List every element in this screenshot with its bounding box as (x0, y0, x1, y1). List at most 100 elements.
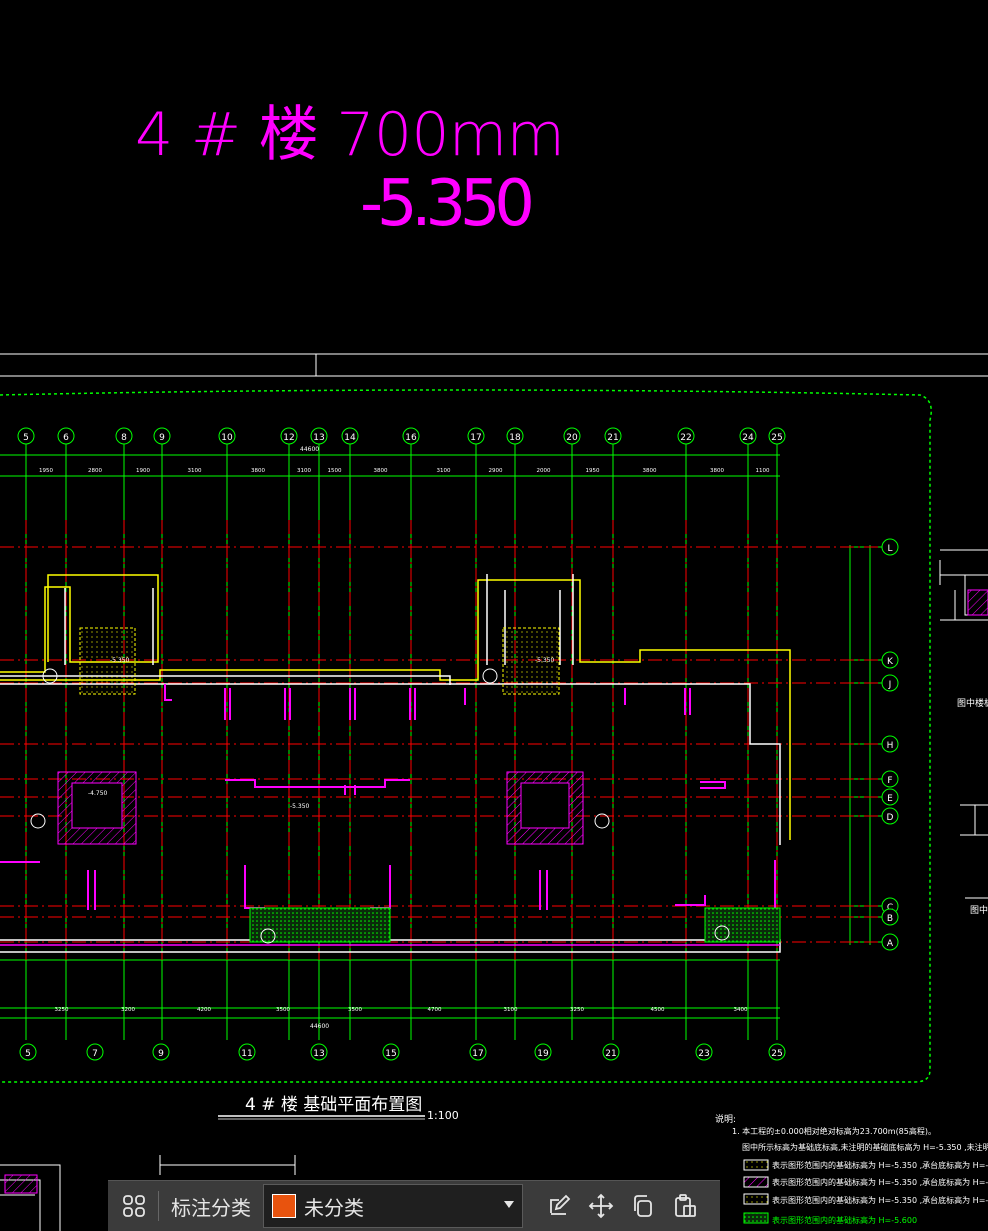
annotation-category-label: 标注分类 (171, 1195, 251, 1220)
axis-bubble-top (467, 427, 485, 445)
notes-line1: 1. 本工程的±0.000相对绝对标高为23.700m(85高程)。 (732, 1126, 936, 1136)
axis-bubble-top (563, 427, 581, 445)
axis-label-right: A (887, 939, 894, 949)
axis-label-bottom: 23 (698, 1049, 709, 1059)
dim-top: 1950 (39, 468, 53, 474)
move-icon[interactable] (583, 1188, 619, 1224)
axis-label-bottom: 19 (537, 1049, 549, 1059)
dim-bottom: 3200 (121, 1007, 135, 1013)
category-select-value: 未分类 (304, 1195, 364, 1220)
dim-top: 3100 (437, 468, 451, 474)
drawing-title: 4 # 楼 基础平面布置图 (245, 1095, 422, 1115)
axis-label-right: H (887, 741, 894, 751)
axis-bubble-bottom (152, 1043, 170, 1061)
axis-label-top: 8 (121, 433, 127, 443)
side-text-1: 图中楼板厚度 (957, 697, 988, 709)
drawing-scale: 1:100 (427, 1109, 459, 1122)
dim-top: 1100 (756, 468, 770, 474)
category-color-swatch (272, 1194, 296, 1218)
legend-3: 表示图形范围内的基础标高为 H=-5.350 ,承台底标高为 H=-7.150; (772, 1195, 988, 1205)
axis-bubble-bottom (310, 1043, 328, 1061)
side-text-2: 图中楼 (970, 904, 988, 916)
axis-label-top: 20 (566, 433, 578, 443)
axis-label-bottom: 9 (158, 1049, 164, 1059)
axis-label-bottom: 25 (771, 1049, 782, 1059)
dim-top: 1950 (586, 468, 600, 474)
dim-top: 3800 (374, 468, 388, 474)
level-mark-1: -5.350 (110, 657, 130, 664)
axis-bubble-bottom (238, 1043, 256, 1061)
paste-icon[interactable] (667, 1188, 703, 1224)
axis-bubble-top (57, 427, 75, 445)
dim-bottom: 3400 (734, 1007, 748, 1013)
axis-bubble-top (115, 427, 133, 445)
axis-label-bottom: 21 (605, 1049, 616, 1059)
headline-line2: -5.350 (360, 167, 535, 241)
dim-top: 2000 (537, 468, 551, 474)
axis-label-top: 25 (771, 433, 782, 443)
dim-top: 3800 (643, 468, 657, 474)
grid-icon[interactable] (116, 1188, 152, 1224)
pile-cap-green-right (704, 907, 781, 943)
axis-label-bottom: 15 (385, 1049, 396, 1059)
revision-cloud (0, 389, 932, 1083)
axis-bubble-top (310, 427, 328, 445)
axis-label-top: 9 (159, 433, 165, 443)
dim-bottom: 4200 (197, 1007, 211, 1013)
axis-bubble-bottom (768, 1043, 786, 1061)
level-mark-4: -4.750 (88, 790, 108, 797)
axis-bubble-bottom (19, 1043, 37, 1061)
notes-heading: 说明: (715, 1113, 736, 1125)
axis-bubble-top (768, 427, 786, 445)
axis-label-bottom: 13 (313, 1049, 324, 1059)
dim-bottom: 4500 (651, 1007, 665, 1013)
axis-bubble-right (881, 807, 899, 825)
dim-bottom: 4700 (428, 1007, 442, 1013)
axis-bubble-top (677, 427, 695, 445)
axis-label-top: 17 (470, 433, 481, 443)
axis-bubble-bottom (382, 1043, 400, 1061)
legend-1: 表示图形范围内的基础标高为 H=-5.350 ,承台底标高为 H=-8.650; (772, 1160, 988, 1170)
dim-top: 3100 (297, 468, 311, 474)
legend-4: 表示图形范围内的基础标高为 H=-5.600 (772, 1215, 917, 1225)
dim-top: 1500 (328, 468, 342, 474)
axis-label-bottom: 11 (241, 1049, 252, 1059)
axis-label-top: 24 (742, 433, 754, 443)
axis-bubble-top (280, 427, 298, 445)
edit-icon[interactable] (541, 1188, 577, 1224)
annotation-toolbar: 标注分类 未分类 (108, 1180, 720, 1231)
axis-bubble-bottom (469, 1043, 487, 1061)
axis-label-top: 12 (283, 433, 294, 443)
copy-icon[interactable] (625, 1188, 661, 1224)
axis-label-top: 22 (680, 433, 691, 443)
axis-bubble-top (341, 427, 359, 445)
chevron-down-icon (504, 1201, 514, 1208)
dim-top: 3800 (251, 468, 265, 474)
dim-top: 3100 (188, 468, 202, 474)
axis-label-right: B (887, 914, 893, 924)
axis-bubble-top (218, 427, 236, 445)
dim-top: 2900 (489, 468, 503, 474)
dim-bottom: 3250 (55, 1007, 69, 1013)
dim-bottom: 3100 (504, 1007, 518, 1013)
axis-bubble-bottom (86, 1043, 104, 1061)
axis-label-bottom: 17 (472, 1049, 483, 1059)
axis-label-top: 6 (63, 433, 69, 443)
axis-label-top: 14 (344, 433, 356, 443)
axis-label-right: J (888, 680, 892, 690)
dim-bottom: 3250 (570, 1007, 584, 1013)
axis-bubble-bottom (602, 1043, 620, 1061)
axis-bubble-top (17, 427, 35, 445)
axis-label-right: F (887, 776, 892, 786)
axis-bubble-top (402, 427, 420, 445)
axis-label-right: K (887, 657, 894, 667)
level-mark-2: -5.350 (535, 657, 555, 664)
pile-cap-green-center (249, 907, 391, 943)
toolbar-separator (158, 1191, 159, 1221)
category-select[interactable]: 未分类 (263, 1184, 523, 1228)
axis-label-top: 10 (221, 433, 233, 443)
axis-bubble-top (506, 427, 524, 445)
